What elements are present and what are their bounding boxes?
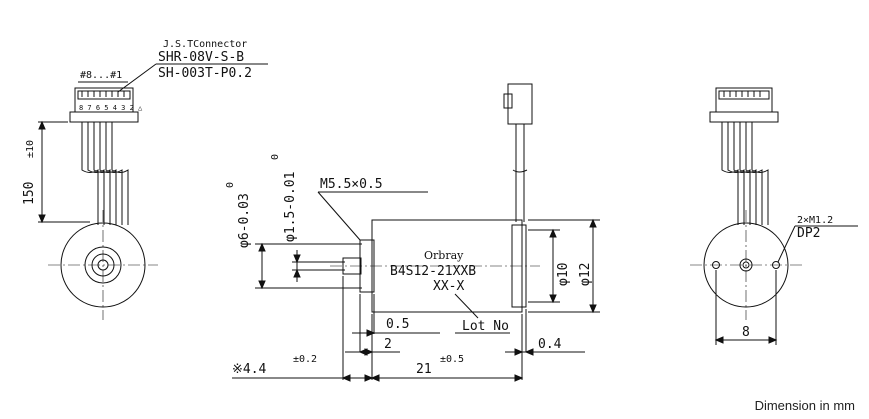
shaft-dia1: φ6-0.03 (237, 193, 252, 248)
dim-0-4: 0.4 (538, 337, 562, 352)
motor-code: XX-X (433, 279, 464, 294)
connector-top (507, 83, 533, 125)
pin-numbers: 8 7 6 5 4 3 2 △ (79, 104, 143, 112)
shaft-dia2: φ1.5-0.01 (283, 172, 298, 242)
dim-0-5: 0.5 (386, 317, 409, 332)
dim-21-tol: ±0.5 (440, 354, 464, 365)
pins-label: #8...#1 (80, 70, 122, 81)
middle-view: φ6-0.03 0 φ1.5-0.01 0 M5.5×0.5 (225, 83, 600, 382)
dim-4-4: ※4.4 (232, 362, 267, 377)
motor-brand: Orbray (424, 249, 464, 262)
dia12-label: φ12 (578, 263, 593, 286)
dia10-label: φ10 (556, 263, 571, 286)
lead-length: 150 (22, 182, 37, 205)
depth-label: DP2 (797, 226, 820, 241)
dim-2: 2 (384, 337, 392, 352)
shaft-dia1-upper: 0 (225, 182, 236, 188)
units-note: Dimension in mm (754, 398, 855, 413)
lead-wires (81, 122, 129, 225)
motor-model: B4S12-21XXB (390, 264, 476, 279)
dim-4-4-tol: ±0.2 (293, 354, 317, 365)
connector-title: J.S.TConnector (163, 39, 247, 50)
right-view: 2×M1.2 DP2 8 (690, 87, 858, 345)
left-view: J.S.TConnector SHR-08V-S-B SH-003T-P0.2 … (22, 39, 268, 320)
connector-part2: SH-003T-P0.2 (158, 66, 252, 81)
rear-lead-wires (721, 122, 769, 225)
dim-21: 21 (416, 362, 432, 377)
holes-label: 2×M1.2 (797, 215, 833, 226)
thread-label: M5.5×0.5 (320, 177, 383, 192)
lead-length-tol: ±10 (25, 140, 36, 158)
connector-part1: SHR-08V-S-B (158, 50, 244, 65)
shaft-dia2-upper: 0 (270, 154, 281, 160)
lot-label: Lot No (462, 319, 509, 334)
dim-8: 8 (742, 325, 750, 340)
